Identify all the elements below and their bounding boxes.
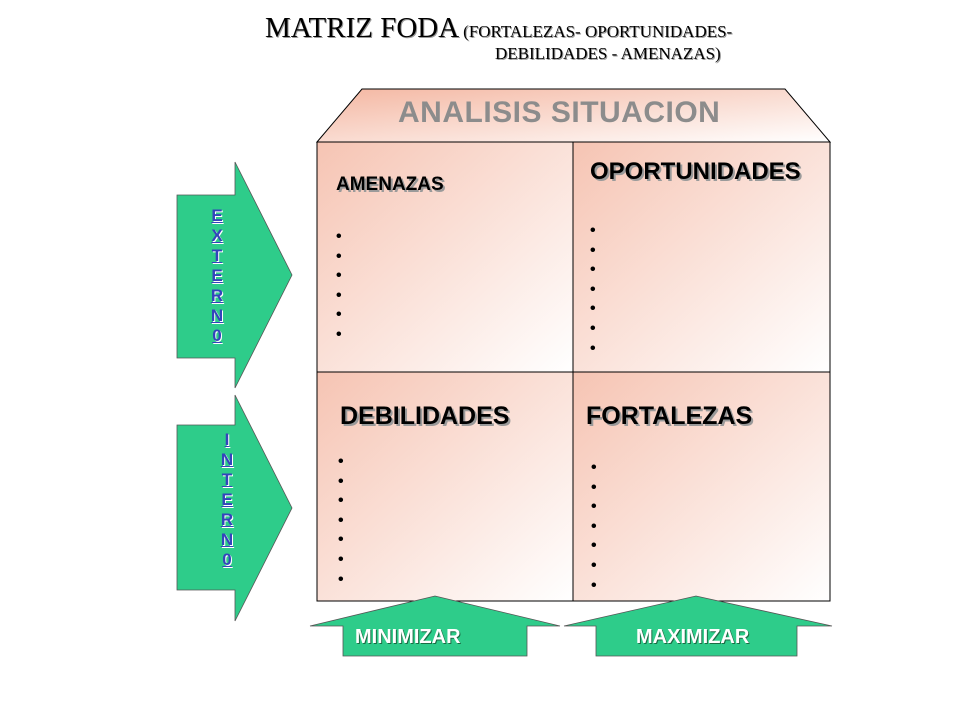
analisis-situacion-label: ANALISIS SITUACION	[398, 96, 721, 129]
bullet-item: •	[338, 550, 344, 568]
bullet-item: •	[591, 556, 597, 574]
vertical-letter: E	[211, 266, 223, 285]
bullet-item: •	[591, 459, 597, 476]
bullet-item: •	[336, 325, 342, 343]
vertical-letter: R	[210, 286, 224, 305]
bullet-item: •	[336, 306, 342, 324]
debilidades-bullet-list: •••••••	[338, 452, 344, 589]
vertical-letter: 0	[222, 550, 232, 569]
interno-arrow	[176, 394, 293, 622]
minimizar-label: MINIMIZAR	[355, 626, 461, 648]
debilidades-heading: DEBILIDADES	[340, 402, 510, 430]
title-subtitle-line2: DEBILIDADES - AMENAZAS)	[495, 44, 721, 63]
bullet-item: •	[590, 222, 596, 239]
vertical-letter: E	[211, 206, 223, 225]
bullet-item: •	[336, 267, 342, 285]
minimizar-arrow	[309, 595, 561, 657]
vertical-letter: 0	[212, 326, 222, 345]
bullet-item: •	[336, 286, 342, 304]
bullet-item: •	[590, 339, 596, 357]
bullet-item: •	[338, 472, 344, 490]
bullet-item: •	[591, 537, 597, 555]
quadrant-amenazas	[316, 141, 574, 373]
amenazas-bullet-list: ••••••	[336, 227, 342, 345]
title-subtitle-line1: (FORTALEZAS- OPORTUNIDADES-	[463, 22, 733, 41]
bullet-item: •	[591, 517, 597, 535]
fortalezas-bullet-list: •••••••	[591, 458, 597, 595]
oportunidades-heading: OPORTUNIDADES	[590, 158, 801, 185]
bullet-item: •	[336, 228, 342, 245]
bullet-item: •	[338, 570, 344, 588]
bullet-item: •	[591, 478, 597, 496]
title-main: MATRIZ FODA	[265, 12, 460, 44]
vertical-letter: I	[224, 430, 230, 449]
vertical-letter: R	[220, 510, 234, 529]
bullet-item: •	[590, 241, 596, 259]
vertical-letter: N	[220, 450, 234, 469]
bullet-item: •	[590, 319, 596, 337]
vertical-letter: X	[211, 226, 223, 245]
bullet-item: •	[590, 261, 596, 279]
bullet-item: •	[590, 280, 596, 298]
bullet-item: •	[338, 492, 344, 510]
bullet-item: •	[591, 498, 597, 516]
vertical-letter: T	[221, 470, 233, 489]
vertical-letter: E	[221, 490, 233, 509]
maximizar-arrow	[563, 595, 833, 657]
quadrant-debilidades	[316, 371, 574, 602]
bullet-item: •	[338, 453, 344, 470]
bullet-item: •	[338, 531, 344, 549]
page-title: MATRIZ FODA (FORTALEZAS- OPORTUNIDADES-	[265, 12, 732, 45]
vertical-letter: N	[220, 530, 234, 549]
bullet-item: •	[591, 576, 597, 594]
fortalezas-heading: FORTALEZAS	[586, 402, 753, 430]
bullet-item: •	[336, 247, 342, 265]
externo-arrow	[176, 161, 293, 389]
vertical-letter: N	[210, 306, 224, 325]
oportunidades-bullet-list: •••••••	[590, 221, 596, 358]
vertical-letter: T	[211, 246, 223, 265]
bullet-item: •	[338, 511, 344, 529]
amenazas-heading: AMENAZAS	[336, 174, 444, 195]
bullet-item: •	[590, 300, 596, 318]
maximizar-label: MAXIMIZAR	[636, 626, 750, 648]
quadrant-fortalezas	[572, 371, 831, 602]
